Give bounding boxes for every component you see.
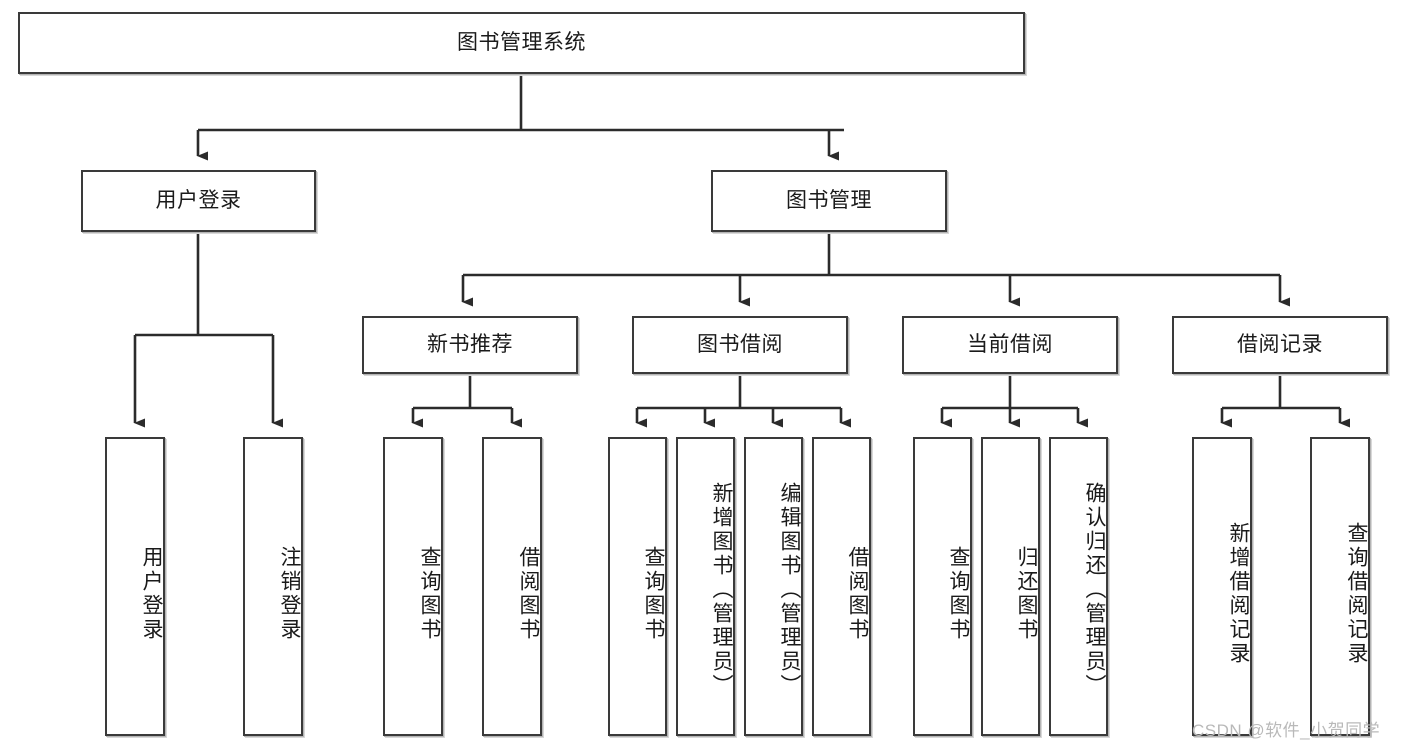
node-book-borrow[interactable]: 图书借阅 (632, 316, 848, 374)
node-borrow-record-label: 借阅记录 (1237, 333, 1323, 357)
leaf-confirm-return-admin[interactable]: 确认归还（管理员） (1049, 437, 1108, 736)
leaf-borrow-book-2[interactable]: 借阅图书 (812, 437, 871, 736)
leaf-logout[interactable]: 注销登录 (243, 437, 303, 736)
leaf-query-book-3[interactable]: 查询图书 (913, 437, 972, 736)
leaf-confirm-return-admin-label: 确认归还（管理员） (1083, 481, 1106, 698)
node-new-book-recommend-label: 新书推荐 (427, 333, 513, 357)
leaf-add-borrow-record-label: 新增借阅记录 (1227, 521, 1250, 666)
leaf-add-book-admin[interactable]: 新增图书（管理员） (676, 437, 735, 736)
node-borrow-record[interactable]: 借阅记录 (1172, 316, 1388, 374)
node-book-management[interactable]: 图书管理 (711, 170, 947, 232)
node-current-borrow-label: 当前借阅 (967, 333, 1053, 357)
node-user-login-label: 用户登录 (155, 189, 242, 213)
leaf-query-book-2[interactable]: 查询图书 (608, 437, 667, 736)
node-user-login[interactable]: 用户登录 (81, 170, 316, 232)
leaf-add-book-admin-label: 新增图书（管理员） (710, 481, 733, 698)
leaf-user-login-label: 用户登录 (140, 545, 163, 642)
leaf-borrow-book-1[interactable]: 借阅图书 (482, 437, 542, 736)
leaf-query-borrow-record-label: 查询借阅记录 (1345, 521, 1368, 666)
node-new-book-recommend[interactable]: 新书推荐 (362, 316, 578, 374)
leaf-edit-book-admin-label: 编辑图书（管理员） (778, 481, 801, 698)
leaf-logout-label: 注销登录 (278, 545, 301, 642)
node-root-label: 图书管理系统 (457, 31, 586, 55)
node-book-management-label: 图书管理 (786, 189, 872, 213)
leaf-add-borrow-record[interactable]: 新增借阅记录 (1192, 437, 1252, 736)
leaf-return-book[interactable]: 归还图书 (981, 437, 1040, 736)
leaf-borrow-book-1-label: 借阅图书 (517, 545, 540, 642)
leaf-query-book-2-label: 查询图书 (642, 545, 665, 642)
leaf-user-login[interactable]: 用户登录 (105, 437, 165, 736)
leaf-borrow-book-2-label: 借阅图书 (846, 545, 869, 642)
node-book-borrow-label: 图书借阅 (697, 333, 783, 357)
leaf-query-borrow-record[interactable]: 查询借阅记录 (1310, 437, 1370, 736)
csdn-watermark: CSDN @软件_小贺同学 (1192, 721, 1381, 740)
node-root[interactable]: 图书管理系统 (18, 12, 1025, 74)
node-current-borrow[interactable]: 当前借阅 (902, 316, 1118, 374)
leaf-query-book-1-label: 查询图书 (418, 545, 441, 642)
leaf-return-book-label: 归还图书 (1015, 545, 1038, 642)
leaf-query-book-3-label: 查询图书 (947, 545, 970, 642)
leaf-edit-book-admin[interactable]: 编辑图书（管理员） (744, 437, 803, 736)
leaf-query-book-1[interactable]: 查询图书 (383, 437, 443, 736)
